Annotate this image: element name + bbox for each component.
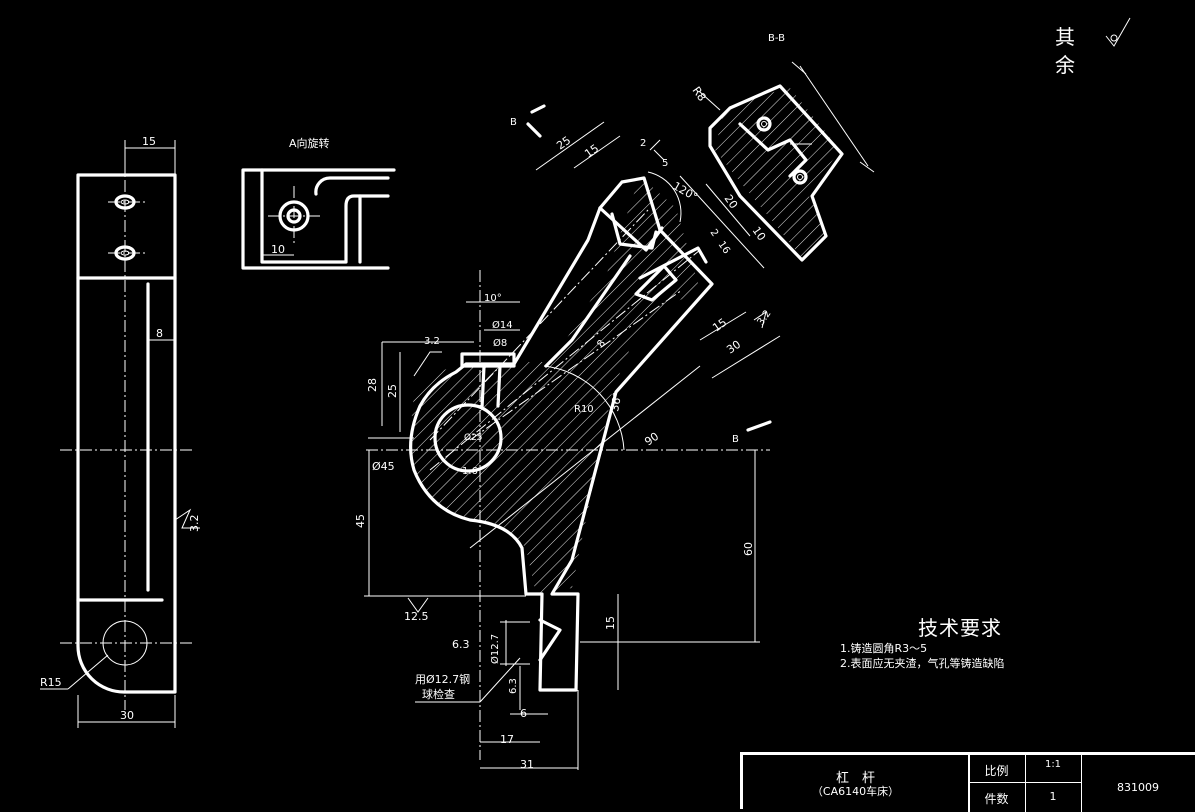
roughness-text-2: 余	[1055, 53, 1075, 77]
tb-divider-3	[1081, 755, 1082, 812]
tech-item-2: 2.表面应无夹渣，气孔等铸造缺陷	[840, 657, 1005, 670]
section-label: B-B	[768, 33, 785, 44]
technical-requirements: 技术要求 1.铸造圆角R3～5 2.表面应无夹渣，气孔等铸造缺陷	[840, 612, 1005, 671]
dim-45: 45	[354, 514, 367, 528]
dim-15-lower: 15	[604, 616, 617, 630]
tb-scale-label: 比例	[984, 764, 1009, 778]
dim-6-3-a: 6.3	[452, 638, 470, 651]
dim-d12-7: Ø12.7	[489, 634, 501, 664]
tb-qty-label: 件数	[984, 792, 1009, 806]
dim-15-top: 15	[582, 142, 601, 161]
dim-36deg: 36°	[608, 391, 624, 412]
dim-d45: Ø45	[372, 460, 395, 473]
cut-mark-b-right: B	[732, 434, 739, 445]
dim-10: 10	[750, 224, 769, 243]
dim-d25: Ø25	[464, 432, 483, 443]
dim-3-2-left: 3.2	[424, 336, 440, 347]
roughness-symbol	[1105, 17, 1131, 47]
view-a-label: A向旋转	[289, 136, 330, 150]
dim-28: 28	[366, 378, 379, 392]
dim-6-3-b: 6.3	[508, 678, 519, 694]
roughness-circle-icon	[1110, 34, 1118, 42]
dim-left-3-2: 3.2	[188, 515, 201, 533]
tb-scale-value: 1:1	[1044, 759, 1062, 770]
dim-2-mid: 2	[708, 227, 721, 239]
dim-left-8: 8	[156, 327, 163, 340]
left-view: 15 8 3.2 R15 30	[40, 135, 201, 728]
tech-item-1: 1.铸造圆角R3～5	[840, 642, 928, 655]
dim-bb-8: R8	[690, 84, 709, 103]
dim-25: 25	[554, 134, 573, 153]
dim-8-mid: 8	[595, 338, 608, 350]
tb-divider-1	[968, 755, 970, 812]
dim-25-left: 25	[386, 384, 399, 398]
dim-60: 60	[742, 542, 755, 556]
tb-hline	[968, 782, 1082, 783]
dim-d14: Ø14	[492, 319, 513, 331]
dim-left-r15: R15	[40, 676, 62, 689]
dim-16: 16	[716, 239, 732, 256]
tb-qty-value: 1	[1049, 790, 1057, 803]
title-block: 杠 杆 （CA6140车床） 比例 1:1 件数 1 831009	[740, 752, 1195, 812]
ball-check-note-line2: 球检查	[422, 687, 455, 701]
dim-3-2-right: 3.2	[755, 308, 773, 327]
cut-mark-b-top: B	[510, 117, 517, 128]
dim-2-top: 2	[640, 138, 646, 149]
dim-10deg: 10°	[484, 293, 502, 304]
dim-31: 31	[520, 758, 534, 771]
dim-1-6: 1.6	[462, 466, 478, 477]
dim-r10: R10	[574, 404, 594, 415]
dim-12-5: 12.5	[404, 610, 429, 623]
dim-d8: Ø8	[493, 337, 507, 349]
dim-6: 6	[520, 707, 527, 720]
dim-120deg: 120°	[671, 179, 700, 204]
dim-17: 17	[500, 733, 514, 746]
roughness-note: 其 余	[1055, 17, 1131, 77]
view-a: A向旋转 10	[241, 136, 396, 270]
tech-heading: 技术要求	[918, 616, 1002, 640]
front-view: B B 25 15 2 5 120° 20 2 16 10 15 3.2 30 …	[354, 104, 781, 771]
dim-left-30: 30	[120, 709, 134, 722]
section-b-b: B-B R8	[690, 33, 875, 262]
tb-drawing-no: 831009	[1117, 781, 1159, 794]
dim-view-a-10: 10	[271, 243, 285, 256]
tb-part-name: 杠 杆	[835, 771, 875, 786]
dim-30: 30	[724, 338, 743, 357]
dim-left-15: 15	[142, 135, 156, 148]
dim-5: 5	[662, 158, 668, 169]
dim-20: 20	[722, 192, 741, 211]
ball-check-note-line1: 用Ø12.7钢	[415, 673, 470, 686]
tb-divider-2	[1025, 755, 1026, 812]
roughness-text-1: 其	[1055, 25, 1075, 49]
dim-90: 90	[642, 430, 661, 449]
tb-machine: （CA6140车床）	[811, 785, 900, 798]
